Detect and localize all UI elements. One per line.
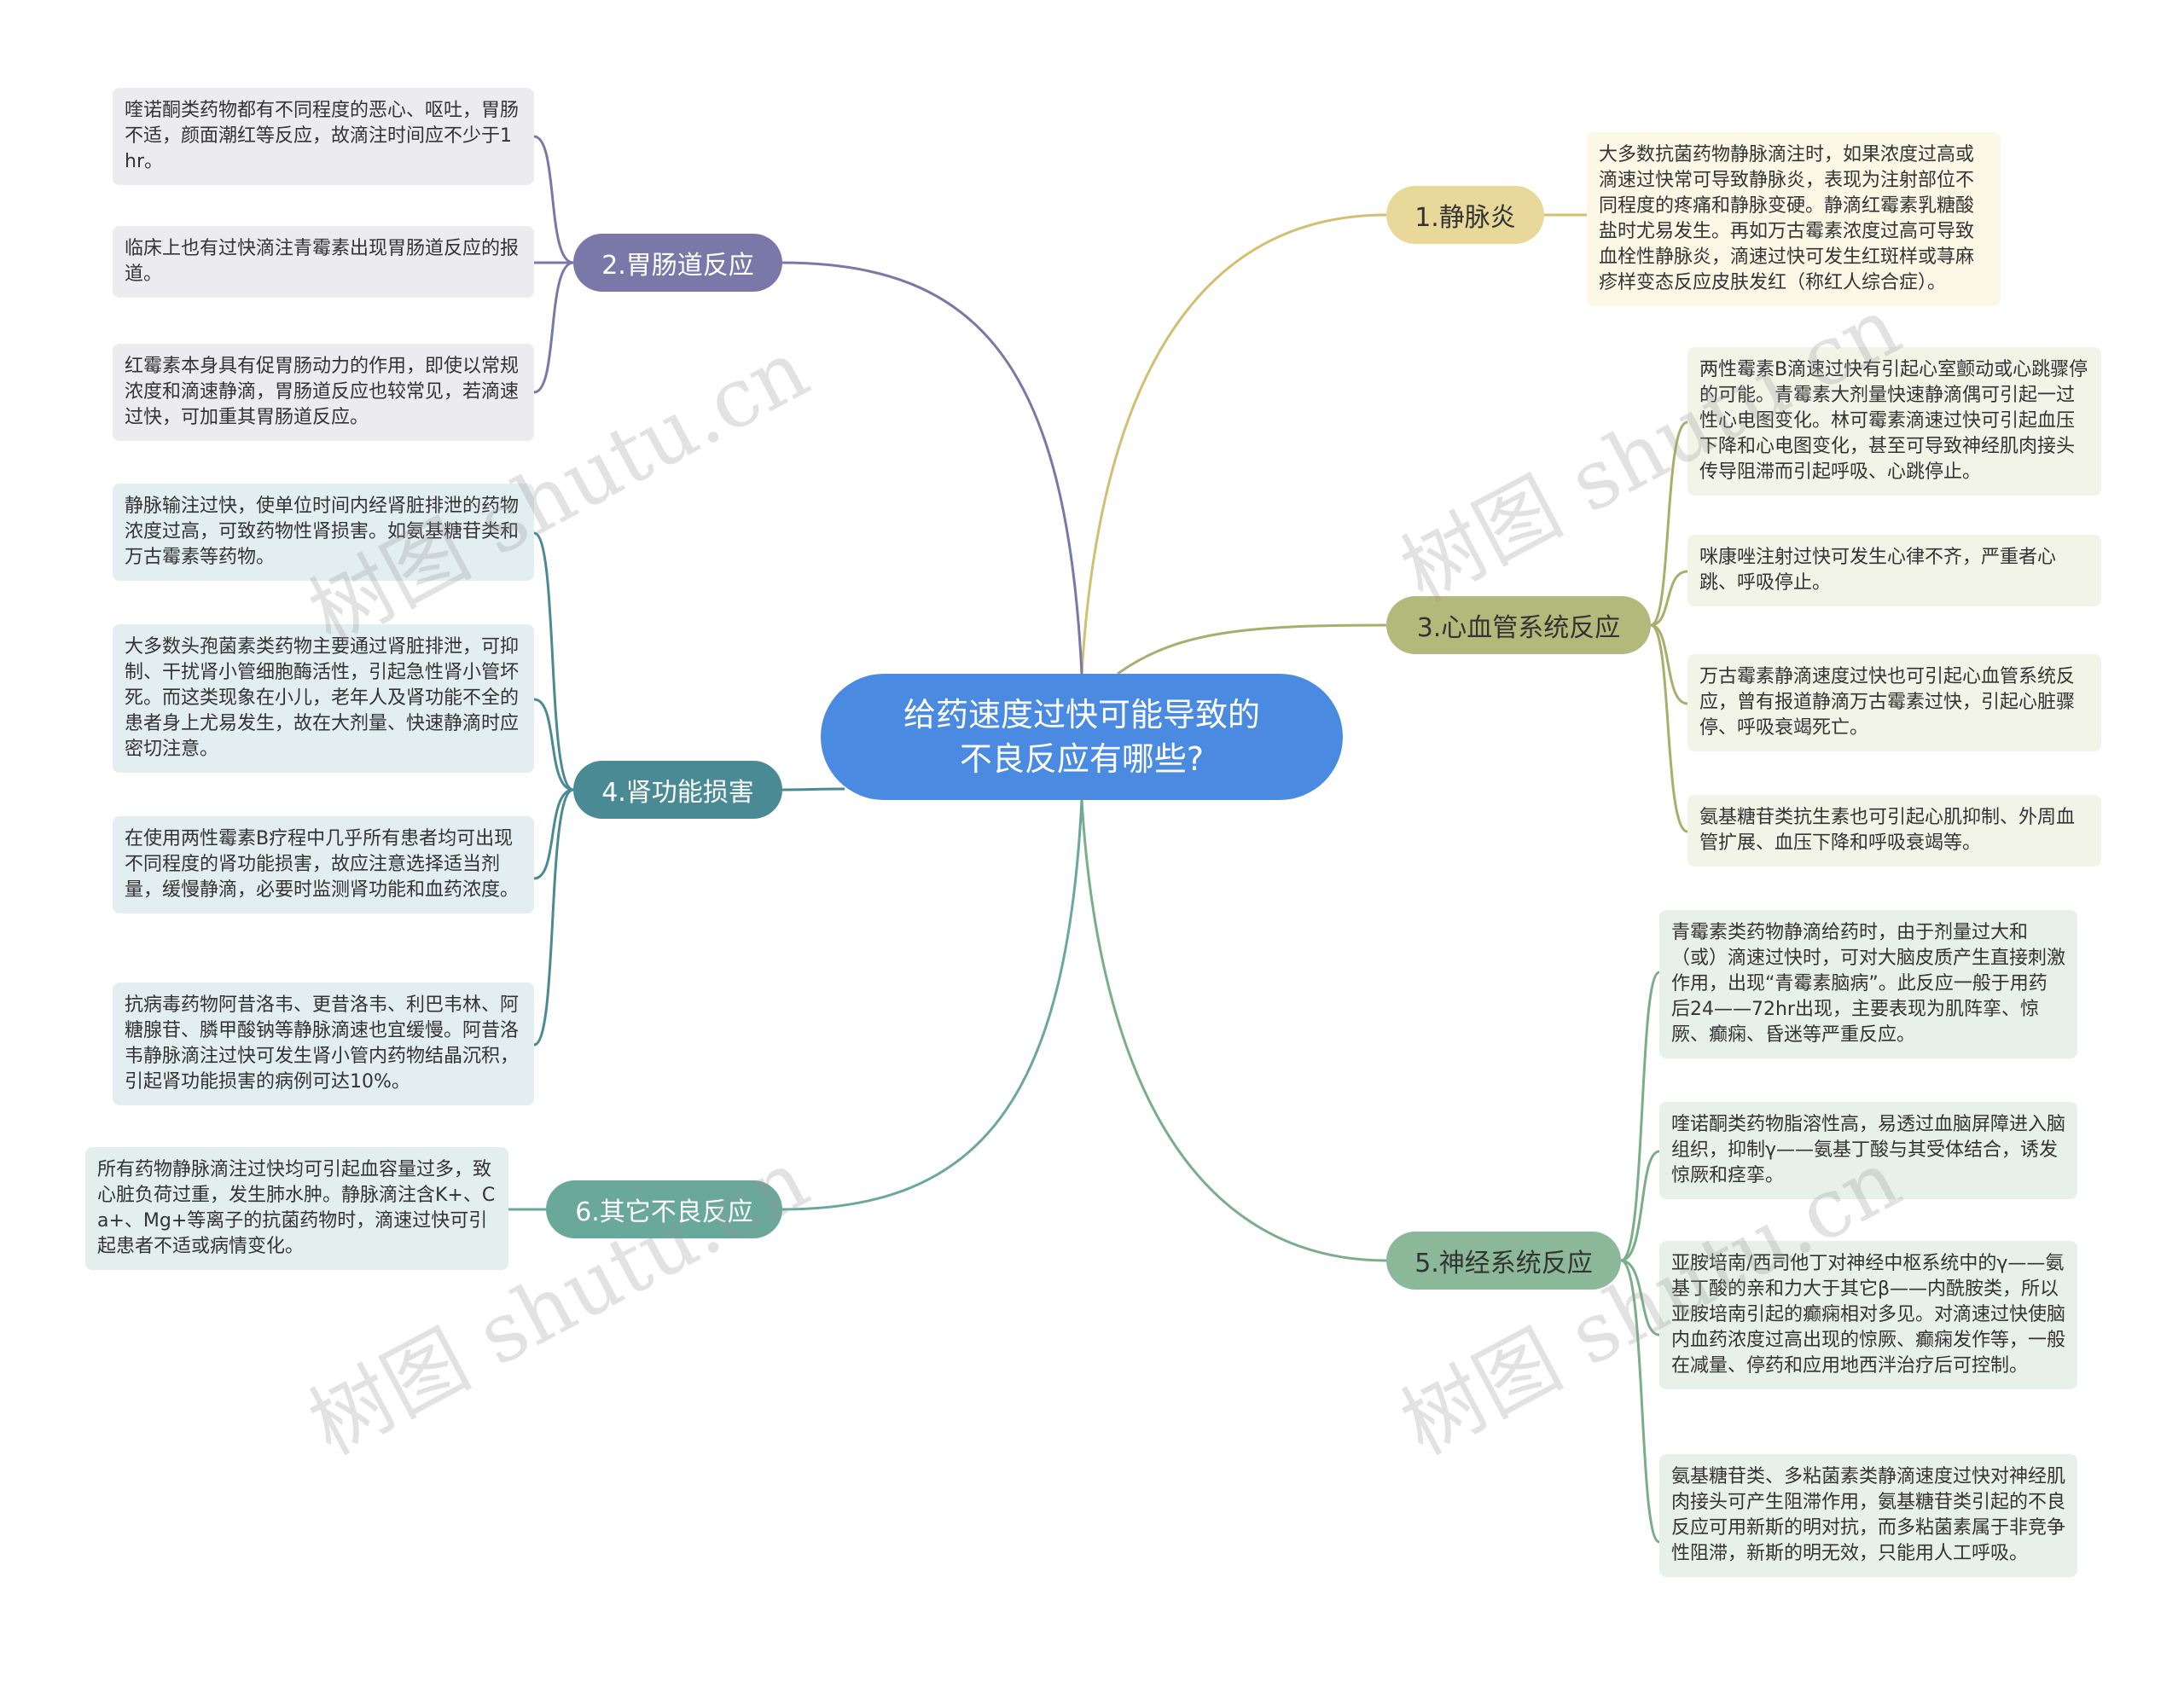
leaf-cardio-2[interactable]: 咪康唑注射过快可发生心律不齐，严重者心跳、呼吸停止。: [1687, 535, 2101, 606]
branch-phlebitis[interactable]: 1.静脉炎: [1386, 186, 1544, 244]
leaf-renal-2[interactable]: 大多数头孢菌素类药物主要通过肾脏排泄，可抑制、干扰肾小管细胞酶活性，引起急性肾小…: [113, 624, 534, 773]
link-root-b1: [1080, 213, 1387, 675]
branch-label: 2.胃肠道反应: [601, 251, 754, 281]
leaf-renal-3[interactable]: 在使用两性霉素B疗程中几乎所有患者均可出现不同程度的肾功能损害，故应注意选择适当…: [113, 816, 534, 913]
root-topic[interactable]: 给药速度过快可能导致的 不良反应有哪些?: [821, 674, 1343, 800]
branch-gastrointestinal[interactable]: 2.胃肠道反应: [573, 234, 782, 292]
leaf-gastro-3[interactable]: 红霉素本身具有促胃肠动力的作用，即使以常规浓度和滴速静滴，胃肠道反应也较常见，若…: [113, 344, 534, 441]
link-b3-leaf2: [1650, 623, 1688, 705]
branch-label: 3.心血管系统反应: [1416, 613, 1621, 643]
leaf-cardio-4[interactable]: 氨基糖苷类抗生素也可引起心肌抑制、外周血管扩展、血压下降和呼吸衰竭等。: [1687, 795, 2101, 867]
branch-nervous[interactable]: 5.神经系统反应: [1386, 1232, 1621, 1290]
leaf-renal-1[interactable]: 静脉输注过快，使单位时间内经肾脏排泄的药物浓度过高，可致药物性肾损害。如氨基糖苷…: [113, 484, 534, 581]
leaf-phlebitis-1[interactable]: 大多数抗菌药物静脉滴注时，如果浓度过高或滴速过快常可导致静脉炎，表现为注射部位不…: [1587, 132, 2001, 306]
link-root-b3: [1117, 623, 1387, 675]
branch-label: 6.其它不良反应: [575, 1197, 753, 1227]
link-b3-leaf1: [1650, 570, 1688, 627]
leaf-nervous-3[interactable]: 亚胺培南/西司他丁对神经中枢系统中的γ——氨基丁酸的亲和力大于其它β——内酰胺类…: [1659, 1241, 2077, 1389]
link-root-b6: [781, 799, 1083, 1211]
branch-renal[interactable]: 4.肾功能损害: [573, 761, 782, 819]
leaf-gastro-1[interactable]: 喹诺酮类药物都有不同程度的恶心、呕吐，胃肠不适，颜面潮红等反应，故滴注时间应不少…: [113, 88, 534, 185]
link-b4-leaf3: [533, 788, 574, 1046]
root-topic-line2: 不良反应有哪些?: [959, 740, 1205, 778]
root-topic-line1: 给药速度过快可能导致的: [903, 696, 1260, 733]
leaf-gastro-2[interactable]: 临床上也有过快滴注青霉素出现胃肠道反应的报道。: [113, 226, 534, 298]
leaf-other-1[interactable]: 所有药物静脉滴注过快均可引起血容量过多，致心脏负荷过重，发生肺水肿。静脉滴注含K…: [85, 1147, 508, 1270]
branch-other[interactable]: 6.其它不良反应: [546, 1180, 782, 1238]
leaf-nervous-1[interactable]: 青霉素类药物静滴给药时，由于剂量过大和（或）滴速过快时，可对大脑皮质产生直接刺激…: [1659, 910, 2077, 1058]
leaf-nervous-4[interactable]: 氨基糖苷类、多粘菌素类静滴速度过快对神经肌肉接头可产生阻滞作用，氨基糖苷类引起的…: [1659, 1454, 2077, 1577]
link-root-b2: [781, 261, 1083, 675]
link-b5-leaf3: [1620, 1259, 1660, 1544]
link-b4-leaf1: [533, 698, 574, 791]
branch-label: 1.静脉炎: [1414, 203, 1516, 233]
link-b5-leaf1: [1620, 1150, 1660, 1262]
leaf-nervous-2[interactable]: 喹诺酮类药物脂溶性高，易透过血脑屏障进入脑组织，抑制γ——氨基丁酸与其受体结合，…: [1659, 1102, 2077, 1199]
leaf-cardio-3[interactable]: 万古霉素静滴速度过快也可引起心血管系统反应，曾有报道静滴万古霉素过快，引起心脏骤…: [1687, 654, 2101, 751]
leaf-renal-4[interactable]: 抗病毒药物阿昔洛韦、更昔洛韦、利巴韦林、阿糖腺苷、膦甲酸钠等静脉滴速也宜缓慢。阿…: [113, 983, 534, 1105]
link-root-b5: [1080, 799, 1387, 1262]
leaf-cardio-1[interactable]: 两性霉素B滴速过快有引起心室颤动或心跳骤停的可能。青霉素大剂量快速静滴偶可引起一…: [1687, 347, 2101, 496]
link-b2-leaf2: [533, 261, 574, 394]
branch-label: 4.肾功能损害: [601, 778, 754, 808]
link-b4-leaf2: [533, 788, 574, 880]
link-b5-leaf0: [1620, 971, 1660, 1262]
link-b3-leaf0: [1650, 420, 1688, 627]
branch-cardiovascular[interactable]: 3.心血管系统反应: [1386, 596, 1651, 654]
link-b2-leaf0: [533, 135, 574, 264]
link-b5-leaf2: [1620, 1259, 1660, 1336]
link-b4-leaf0: [533, 531, 574, 791]
branch-label: 5.神经系统反应: [1414, 1249, 1593, 1278]
link-root-b4: [781, 787, 845, 791]
link-b3-leaf3: [1650, 623, 1688, 833]
